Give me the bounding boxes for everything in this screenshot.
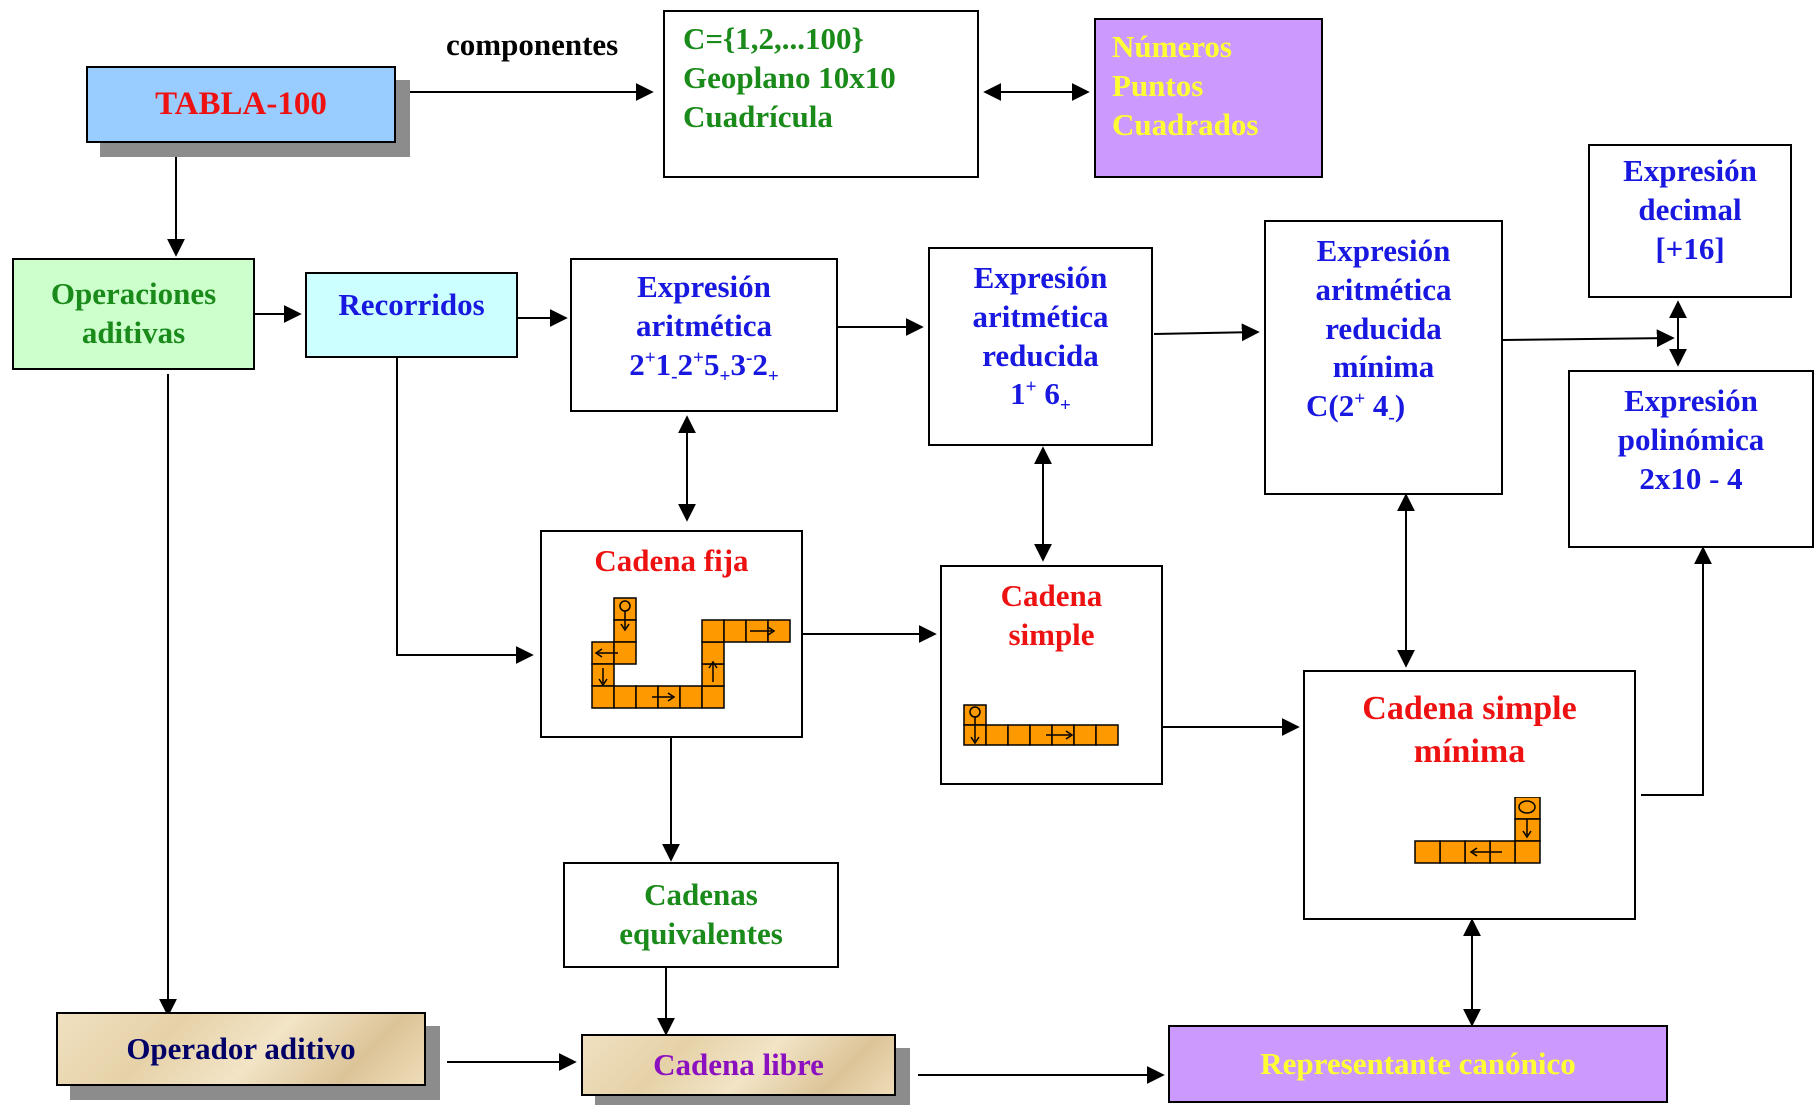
reducida-line: Expresión <box>973 260 1108 295</box>
cadena-simple-minima-line: mínima <box>1413 732 1526 770</box>
componentes-label: componentes <box>446 27 619 62</box>
expresion-line: Expresión <box>637 269 771 304</box>
numeros-line: Puntos <box>1112 67 1204 103</box>
cadena-fija-node: Cadena fija <box>540 530 803 738</box>
cadena-simple-chain-figure <box>963 704 1119 746</box>
minima-line: aritmética <box>1315 271 1452 307</box>
operaciones-line: aditivas <box>81 315 186 350</box>
components-line: Geoplano 10x10 <box>683 59 896 95</box>
tabla-100-node: TABLA-100 <box>86 66 396 143</box>
components-line: Cuadrícula <box>683 98 833 134</box>
formula-term: 2 <box>629 346 645 382</box>
cadena-simple-node: Cadena simple <box>940 565 1163 785</box>
cadena-simple-minima-line: Cadena simple <box>1362 690 1577 727</box>
recorridos-label: Recorridos <box>338 287 485 322</box>
arrow-reducida-to-minima <box>1153 323 1260 342</box>
cadenas-equivalentes-node: Cadenas equivalentes <box>563 862 839 968</box>
formula-superscript: + <box>644 347 656 369</box>
cadena-fija-label: Cadena fija <box>594 543 749 578</box>
polinomica-line: polinómica <box>1617 421 1765 457</box>
cadena-simple-line: Cadena <box>1000 578 1103 613</box>
operaciones-line: Operaciones <box>50 276 217 312</box>
expresion-reducida-node: Expresión aritmética reducida 1+ 6+ <box>928 247 1153 446</box>
cadena-simple-minima-node: Cadena simple mínima <box>1303 670 1636 920</box>
reducida-line: aritmética <box>972 298 1109 334</box>
formula-term: 1 <box>655 346 672 382</box>
components-line: C={1,2,...100} <box>683 21 864 56</box>
numeros-line: Cuadrados <box>1112 106 1259 142</box>
operaciones-aditivas-node: Operaciones aditivas <box>12 258 255 370</box>
decimal-line: [+16] <box>1655 230 1725 266</box>
reducida-line: reducida <box>982 337 1099 373</box>
cadena-simple-minima-chain-figure <box>1414 797 1541 864</box>
formula-term: 2 <box>677 346 694 382</box>
formula-subscript: + <box>767 365 779 387</box>
formula-term: 5 <box>704 346 720 382</box>
expresion-line: aritmética <box>636 307 772 343</box>
formula-subscript: - <box>1388 407 1395 429</box>
minima-line: Expresión <box>1316 233 1451 268</box>
expresion-formula: 2+1-2+5+3-2+ <box>629 346 779 387</box>
operador-aditivo-label: Operador aditivo <box>126 1030 356 1066</box>
formula-superscript: + <box>1354 388 1366 410</box>
formula-term: 3 <box>730 346 746 382</box>
components-node: C={1,2,...100} Geoplano 10x10 Cuadrícula <box>663 10 979 178</box>
arrow-minima-to-polinomica <box>1641 546 1712 796</box>
decimal-line: Expresión <box>1623 153 1757 188</box>
formula-term: C(2 <box>1306 388 1355 423</box>
representante-label: Representante canónico <box>1260 1045 1576 1081</box>
operador-aditivo-node: Operador aditivo <box>56 1012 426 1086</box>
formula-term: 6 <box>1036 376 1060 412</box>
expresion-minima-node: Expresión aritmética reducida mínima C(2… <box>1264 220 1503 495</box>
formula-superscript: + <box>693 347 704 369</box>
formula-term: ) <box>1394 388 1406 423</box>
expresion-decimal-node: Expresión decimal [+16] <box>1588 144 1792 298</box>
formula-subscript: + <box>719 365 731 387</box>
formula-superscript: + <box>1025 376 1037 398</box>
cadena-libre-node: Cadena libre <box>581 1034 896 1096</box>
polinomica-line: Expresión <box>1624 383 1758 418</box>
expresion-polinomica-node: Expresión polinómica 2x10 - 4 <box>1568 370 1814 548</box>
formula-term: 2 <box>752 346 768 382</box>
cadena-fija-chain-figure <box>591 597 791 709</box>
reducida-formula: 1+ 6+ <box>1010 375 1071 417</box>
minima-line: mínima <box>1332 349 1435 385</box>
cadena-simple-line: simple <box>1008 616 1095 652</box>
numeros-line: Números <box>1112 29 1232 64</box>
numeros-node: Números Puntos Cuadrados <box>1094 18 1323 178</box>
formula-term: 1 <box>1010 376 1026 412</box>
equivalentes-line: Cadenas <box>644 877 758 913</box>
formula-superscript: - <box>745 347 753 369</box>
arrow-minima-to-decimal <box>1502 329 1675 348</box>
representante-canonico-node: Representante canónico <box>1168 1025 1668 1103</box>
cadena-libre-label: Cadena libre <box>653 1046 824 1082</box>
minima-formula: C(2+ 4-) <box>1266 387 1406 429</box>
arrow-recorridos-to-cadenafija <box>396 358 534 664</box>
formula-term: 4 <box>1365 388 1389 423</box>
equivalentes-line: equivalentes <box>619 916 783 951</box>
expresion-aritmetica-node: Expresión aritmética 2+1-2+5+3-2+ <box>570 258 838 412</box>
recorridos-node: Recorridos <box>305 272 518 358</box>
minima-line: reducida <box>1325 310 1442 346</box>
formula-subscript: - <box>671 365 678 387</box>
polinomica-line: 2x10 - 4 <box>1639 460 1743 496</box>
formula-subscript: + <box>1059 395 1071 417</box>
tabla-100-label: TABLA-100 <box>155 85 327 122</box>
decimal-line: decimal <box>1638 191 1742 227</box>
